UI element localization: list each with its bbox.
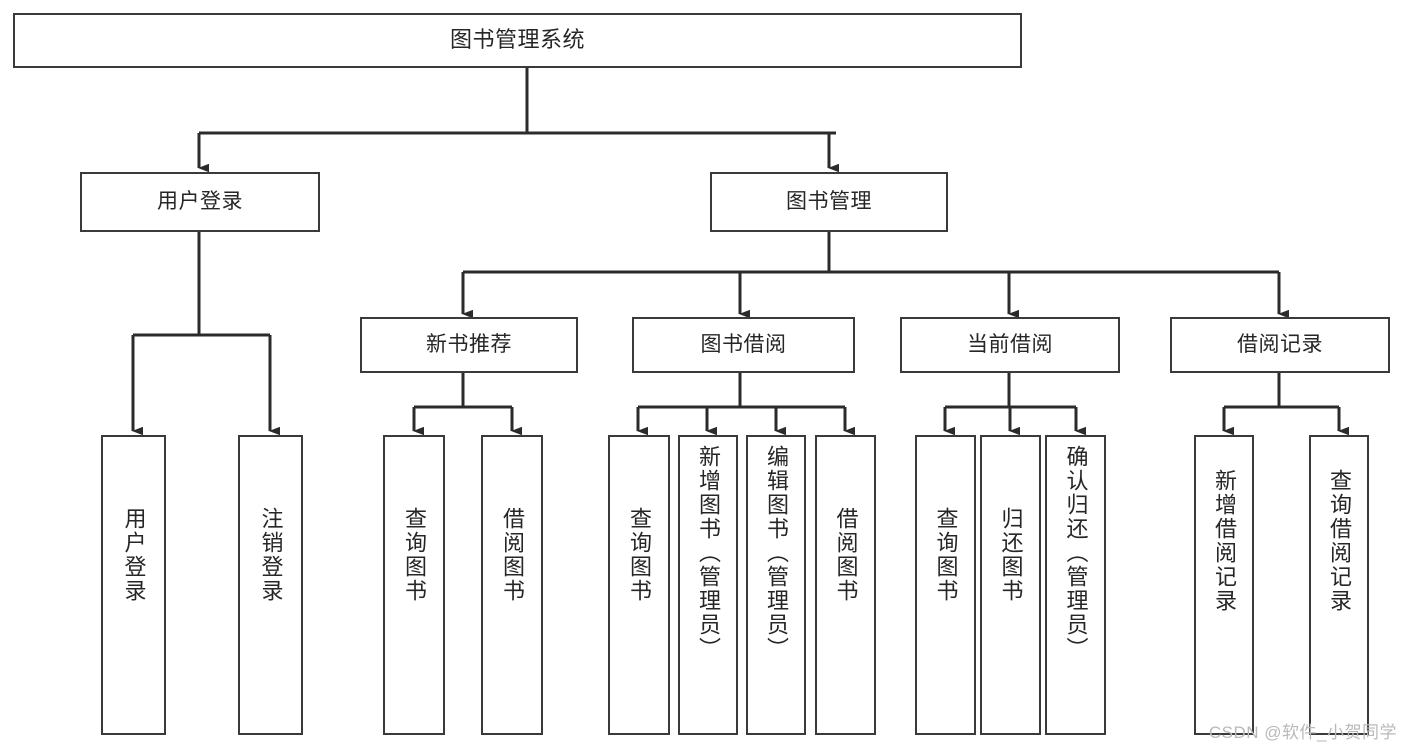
node-new-book-rec-label: 新书推荐 [426,333,512,357]
node-leaf-edit-book[interactable]: 编辑图书（管理员） [746,435,806,735]
node-borrow-record[interactable]: 借阅记录 [1170,317,1390,373]
node-leaf-logout-label: 注销登录 [258,507,284,603]
node-leaf-logout[interactable]: 注销登录 [238,435,303,735]
node-leaf-query-book-3[interactable]: 查询图书 [915,435,976,735]
node-leaf-borrow-book-2-label: 借阅图书 [833,507,859,603]
node-new-book-rec[interactable]: 新书推荐 [360,317,578,373]
node-leaf-borrow-book-2[interactable]: 借阅图书 [815,435,876,735]
node-book-borrow[interactable]: 图书借阅 [632,317,855,373]
node-leaf-user-login-label: 用户登录 [121,507,147,603]
node-leaf-return-book-label: 归还图书 [998,507,1024,603]
node-root-label: 图书管理系统 [449,27,585,53]
node-leaf-query-book-3-label: 查询图书 [933,507,959,603]
node-leaf-query-book-1[interactable]: 查询图书 [383,435,445,735]
node-leaf-user-login[interactable]: 用户登录 [101,435,166,735]
node-leaf-query-record[interactable]: 查询借阅记录 [1309,435,1369,735]
node-current-borrow-label: 当前借阅 [967,333,1053,357]
node-leaf-edit-book-label: 编辑图书（管理员） [763,445,789,661]
node-book-manage-label: 图书管理 [786,190,872,214]
node-leaf-query-book-1-label: 查询图书 [401,507,427,603]
node-user-login[interactable]: 用户登录 [80,172,320,232]
node-leaf-add-record-label: 新增借阅记录 [1211,469,1237,613]
node-leaf-query-record-label: 查询借阅记录 [1326,469,1352,613]
node-book-borrow-label: 图书借阅 [700,333,787,357]
node-leaf-query-book-2[interactable]: 查询图书 [608,435,670,735]
csdn-watermark: CSDN @软件_小贺同学 [1208,723,1397,742]
node-leaf-confirm-return-label: 确认归还（管理员） [1063,445,1089,661]
node-user-login-label: 用户登录 [157,190,243,214]
node-current-borrow[interactable]: 当前借阅 [900,317,1120,373]
node-leaf-return-book[interactable]: 归还图书 [980,435,1041,735]
node-book-manage[interactable]: 图书管理 [710,172,948,232]
node-leaf-confirm-return[interactable]: 确认归还（管理员） [1045,435,1106,735]
node-leaf-add-record[interactable]: 新增借阅记录 [1194,435,1254,735]
node-leaf-query-book-2-label: 查询图书 [626,507,652,603]
node-leaf-add-book[interactable]: 新增图书（管理员） [678,435,738,735]
node-leaf-borrow-book-1[interactable]: 借阅图书 [481,435,543,735]
node-leaf-borrow-book-1-label: 借阅图书 [499,507,525,603]
node-leaf-add-book-label: 新增图书（管理员） [695,445,721,661]
node-borrow-record-label: 借阅记录 [1237,333,1323,357]
node-root[interactable]: 图书管理系统 [13,13,1022,68]
